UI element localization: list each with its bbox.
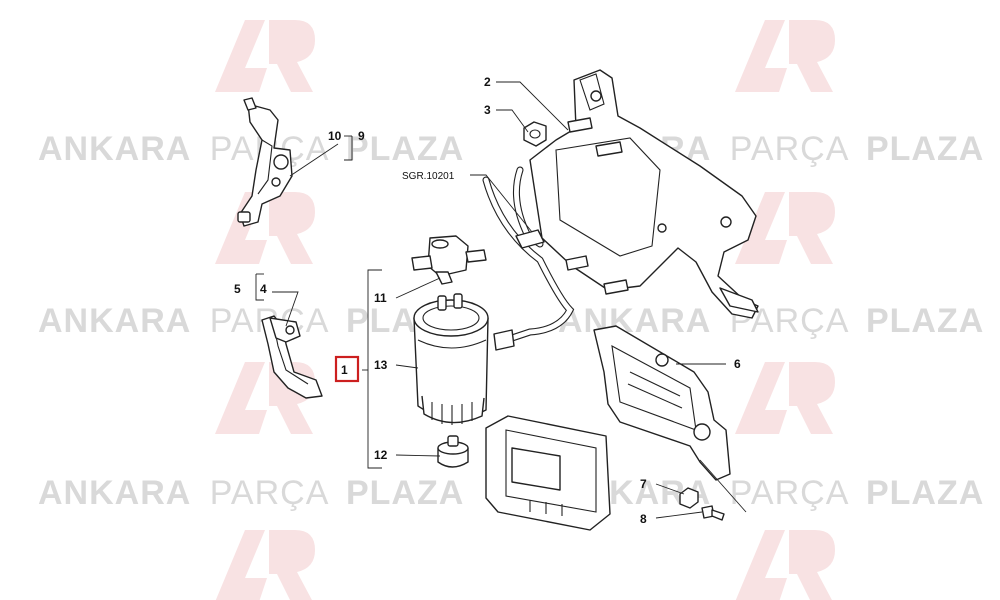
watermark-logo-icon (735, 192, 835, 264)
connector-part-11 (411, 235, 487, 285)
main-bracket-part-2 (529, 69, 759, 319)
callout-9[interactable]: 9 (358, 129, 365, 143)
callout-4[interactable]: 4 (260, 282, 267, 296)
callout-2[interactable]: 2 (484, 75, 491, 89)
bolt-part-8 (701, 505, 725, 521)
watermark-text: ANKARA PARÇA PLAZA (38, 130, 464, 168)
watermark-text: ANKARA PARÇA PLAZA (38, 474, 464, 512)
watermark-text: ANKARA PARÇA PLAZA (558, 474, 984, 512)
nut-part-7 (679, 487, 699, 509)
callout-labels: 1 2 3 4 5 6 7 8 9 10 11 12 13 SGR.10201 (234, 75, 741, 526)
callout-5[interactable]: 5 (234, 282, 241, 296)
callout-7[interactable]: 7 (640, 477, 647, 491)
watermark-logo-icon (735, 362, 835, 434)
clip-part-4-5 (261, 315, 323, 399)
watermark-logo-icon (215, 530, 315, 600)
watermark-logo-icon (735, 20, 835, 92)
sensor-part-12 (437, 435, 469, 468)
callout-13[interactable]: 13 (374, 358, 388, 372)
fuel-filter-part-13 (413, 293, 489, 425)
mounting-plate-part-6 (593, 325, 731, 481)
watermark-text: ANKARA PARÇA PLAZA (558, 302, 984, 340)
callout-8[interactable]: 8 (640, 512, 647, 526)
callout-6[interactable]: 6 (734, 357, 741, 371)
callout-11[interactable]: 11 (374, 291, 387, 305)
callout-sgr-reference[interactable]: SGR.10201 (402, 171, 455, 182)
nut-part-3 (523, 121, 547, 147)
watermark-logo-icon (735, 530, 835, 600)
watermark-text: ANKARA PARÇA PLAZA (38, 302, 464, 340)
callout-1[interactable]: 1 (341, 363, 348, 377)
ecu-control-unit (485, 415, 611, 531)
callout-10[interactable]: 10 (328, 129, 342, 143)
callout-3[interactable]: 3 (484, 103, 491, 117)
fuel-hose (482, 166, 575, 351)
bracket-part-9-10 (237, 97, 293, 227)
watermark-logo-icon (215, 362, 315, 434)
callout-12[interactable]: 12 (374, 448, 388, 462)
leader-lines (255, 81, 747, 519)
watermark-logo-icon (215, 20, 315, 92)
highlight-box (334, 355, 360, 383)
